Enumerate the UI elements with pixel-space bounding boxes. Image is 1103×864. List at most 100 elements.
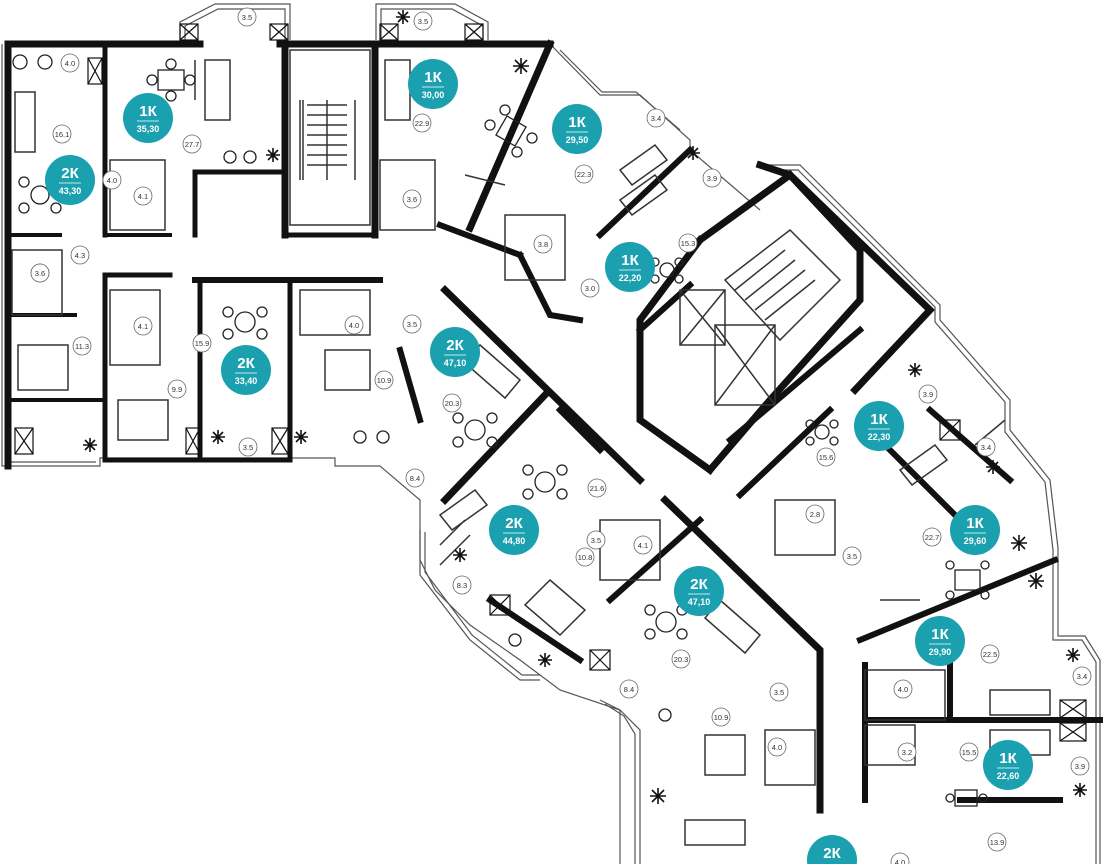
- room-area-value: 3.9: [923, 390, 933, 399]
- room-area-value: 4.0: [772, 743, 782, 752]
- plant-icon: [1028, 573, 1044, 589]
- plant-icon: [686, 146, 700, 160]
- dining-table: [484, 104, 538, 158]
- room-area-label: 10.9: [374, 370, 394, 390]
- apartment-area: 22,30: [868, 432, 891, 442]
- room-area-circle: [133, 186, 153, 206]
- room-area-value: 3.6: [35, 269, 45, 278]
- apartment-badge[interactable]: 1К 29,50: [552, 104, 602, 154]
- room-area-circle: [580, 278, 600, 298]
- room-area-value: 8.4: [410, 474, 420, 483]
- apartment-area: 29,90: [929, 647, 952, 657]
- apartment-badge-circle: [605, 242, 655, 292]
- room-area-label: 22.9: [412, 113, 432, 133]
- plant-icon: [538, 653, 552, 667]
- room-area-value: 22.3: [577, 170, 592, 179]
- room-area-label: 22.7: [922, 527, 942, 547]
- room-area-label: 4.0: [60, 53, 80, 73]
- apartment-badge-circle: [430, 327, 480, 377]
- room-area-circle: [980, 644, 1000, 664]
- room-area-circle: [922, 527, 942, 547]
- room-area-value: 22.7: [925, 533, 940, 542]
- room-area-circle: [574, 164, 594, 184]
- room-area-label: 22.5: [980, 644, 1000, 664]
- room-area-circle: [70, 245, 90, 265]
- room-area-label: 4.0: [102, 170, 122, 190]
- room-area-label: 20.3: [442, 393, 462, 413]
- apartment-type: 1К: [999, 750, 1017, 767]
- room-area-circle: [237, 7, 257, 27]
- window-icon: [1059, 699, 1087, 719]
- window-icon: [1059, 722, 1087, 742]
- window-icon: [589, 649, 611, 671]
- room-area-value: 22.5: [983, 650, 998, 659]
- dining-table: [452, 412, 498, 448]
- apartment-type: 1К: [568, 114, 586, 131]
- room-area-value: 21.6: [590, 484, 605, 493]
- dining-table: [805, 419, 839, 446]
- apartment-badge[interactable]: 2К 33,40: [221, 345, 271, 395]
- window-icon: [939, 419, 961, 441]
- room-area-value: 15.3: [681, 239, 696, 248]
- apartment-badge-circle: [674, 566, 724, 616]
- plant-icon: [83, 438, 97, 452]
- room-area-value: 15.6: [819, 453, 834, 462]
- room-area-value: 20.3: [674, 655, 689, 664]
- room-area-value: 3.2: [902, 748, 912, 757]
- room-area-circle: [533, 234, 553, 254]
- room-area-circle: [711, 707, 731, 727]
- apartment-area: 29,50: [566, 135, 589, 145]
- room-area-value: 10.9: [377, 376, 392, 385]
- room-area-label: 4.1: [633, 535, 653, 555]
- room-area-label: 3.2: [897, 742, 917, 762]
- room-area-value: 8.4: [624, 685, 634, 694]
- room-area-value: 3.8: [538, 240, 548, 249]
- room-area-circle: [767, 737, 787, 757]
- room-area-label: 4.0: [890, 852, 910, 864]
- room-area-circle: [452, 575, 472, 595]
- apartment-badge-circle: [45, 155, 95, 205]
- room-area-value: 3.0: [585, 284, 595, 293]
- window-icon: [271, 427, 289, 455]
- room-area-value: 4.0: [107, 176, 117, 185]
- apartment-type: 2К: [823, 845, 841, 862]
- room-area-circle: [587, 478, 607, 498]
- room-area-circle: [646, 108, 666, 128]
- plant-icon: [396, 10, 410, 24]
- apartment-area: 30,00: [422, 90, 445, 100]
- room-area-label: 4.3: [70, 245, 90, 265]
- room-area-label: 3.8: [533, 234, 553, 254]
- room-area-circle: [575, 547, 595, 567]
- room-area-circle: [918, 384, 938, 404]
- room-area-value: 9.9: [172, 385, 182, 394]
- plants: [83, 10, 1087, 804]
- plant-icon: [1011, 535, 1027, 551]
- room-area-label: 3.5: [586, 530, 606, 550]
- room-area-label: 3.9: [702, 168, 722, 188]
- room-area-label: 15.6: [816, 447, 836, 467]
- bearing-walls: [4, 39, 1103, 814]
- room-area-label: 13.9: [987, 832, 1007, 852]
- apartment-badge[interactable]: 2К: [807, 835, 857, 864]
- apartment-area: 33,40: [235, 376, 258, 386]
- room-area-circle: [769, 682, 789, 702]
- room-area-circle: [344, 315, 364, 335]
- room-area-circle: [412, 113, 432, 133]
- apartment-type: 2К: [237, 355, 255, 372]
- room-area-label: 4.0: [893, 679, 913, 699]
- room-area-label: 3.4: [976, 437, 996, 457]
- room-area-label: 21.6: [587, 478, 607, 498]
- room-area-label: 20.3: [671, 649, 691, 669]
